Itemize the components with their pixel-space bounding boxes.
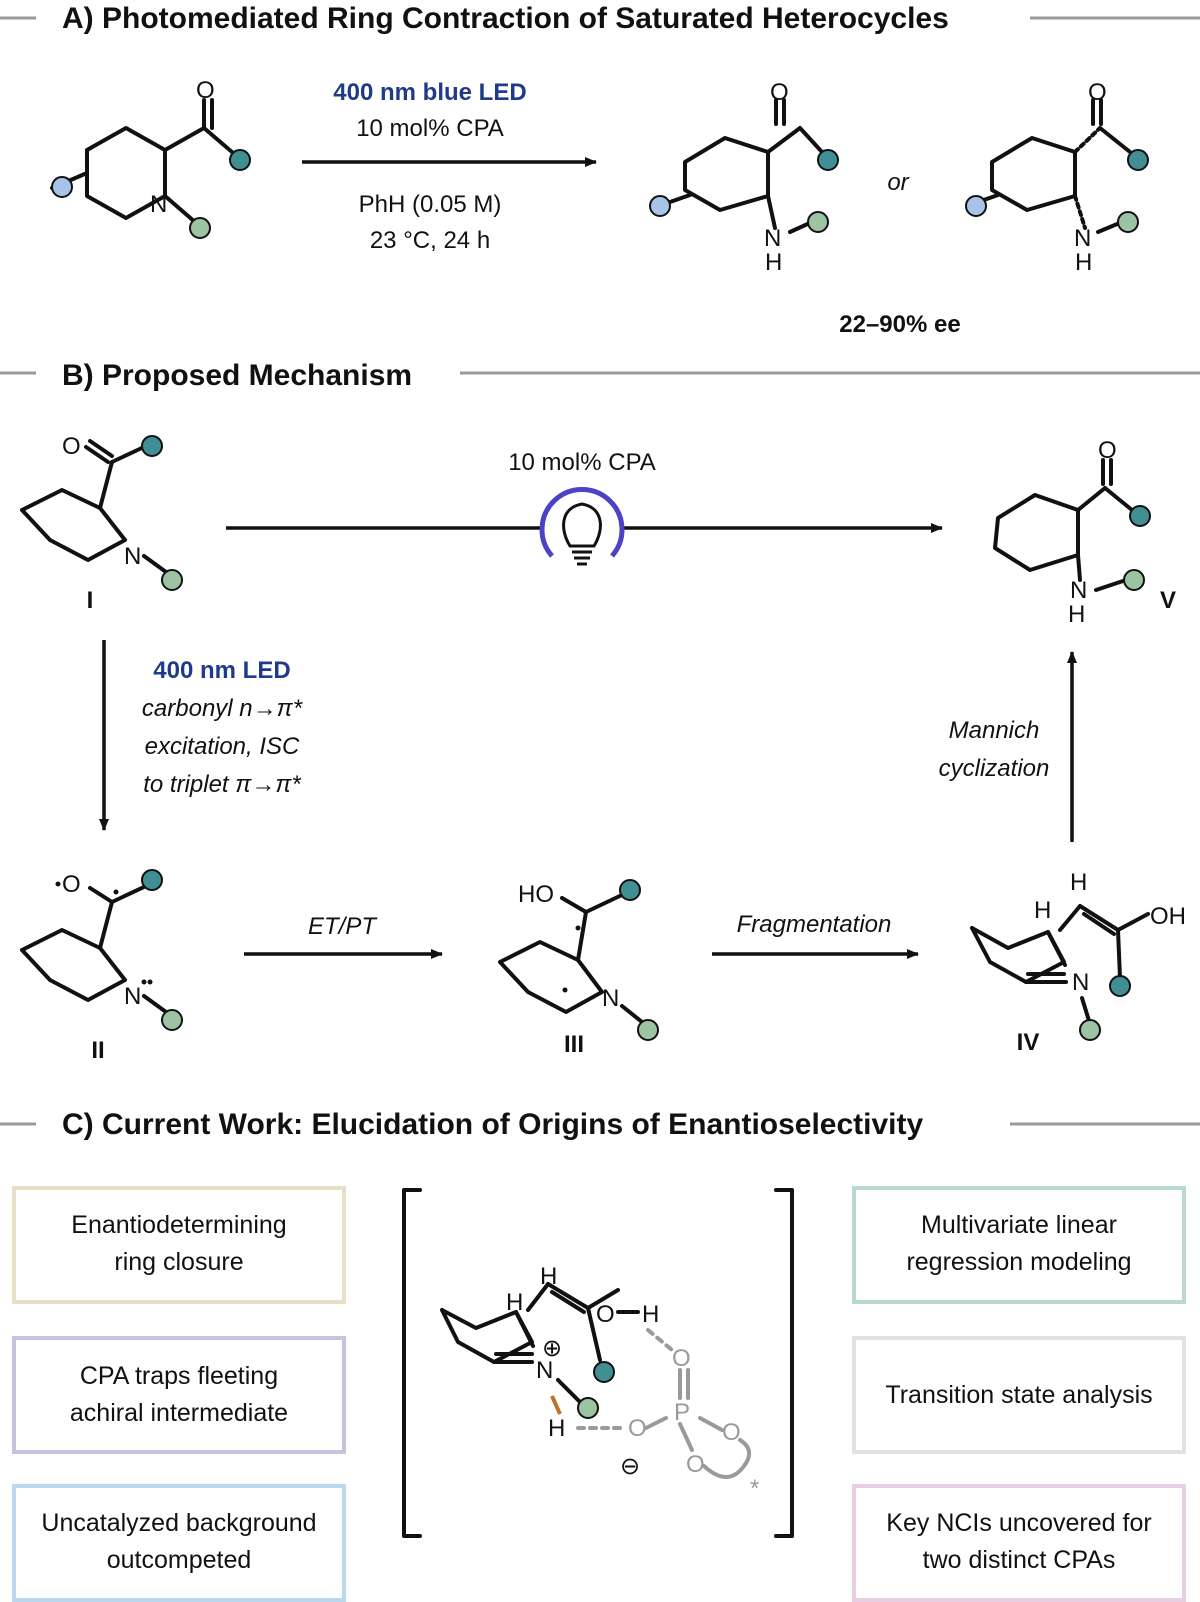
atom-o: O [770,79,789,106]
catalyst-label: 10 mol% CPA [356,115,504,142]
box-line1: CPA traps fleeting [80,1362,278,1390]
atom-h: H [642,1301,659,1328]
box-line2: achiral intermediate [70,1399,288,1427]
section-b-title: B) Proposed Mechanism [62,359,412,392]
or-label: or [887,169,909,196]
step1-line3: to triplet π→π* [143,771,301,798]
solvent-label: PhH (0.05 M) [359,191,502,218]
atom-o: O [1098,437,1117,464]
box-line1: Uncatalyzed background [41,1509,316,1537]
plus-charge: ⊕ [542,1335,562,1362]
compound-iii: HO N III [498,879,659,1058]
atom-h: H [1070,869,1087,896]
box-line1: Key NCIs uncovered for [886,1509,1151,1537]
atom-n: N [1074,225,1091,252]
box-line2: regression modeling [906,1248,1131,1276]
compound-label-v: V [1160,587,1176,614]
atom-n: N [536,1357,553,1384]
atom-h: H [1034,897,1051,924]
reaction-arrow-a: 400 nm blue LED 10 mol% CPA PhH (0.05 M)… [302,79,597,254]
box-key-ncis: Key NCIs uncovered for two distinct CPAs [852,1484,1186,1602]
atom-h: H [506,1289,523,1316]
box-line2: outcompeted [107,1546,252,1574]
step-3-arrow: Fragmentation [712,911,919,959]
atom-p: P [674,1399,690,1426]
cyclopentane-product-trans: O N H [965,79,1149,276]
box-uncatalyzed: Uncatalyzed background outcompeted [12,1484,346,1602]
atom-n: N [1072,969,1089,996]
atom-o: O [62,433,81,460]
section-a-title: A) Photomediated Ring Contraction of Sat… [62,2,949,35]
ee-label: 22–90% ee [839,311,960,338]
conditions-label: 23 °C, 24 h [370,227,490,254]
step1-light-label: 400 nm LED [153,657,290,684]
box-line1: Transition state analysis [885,1381,1152,1409]
atom-h: H [765,249,782,276]
atom-o: O [628,1415,647,1442]
atom-o: O [722,1419,741,1446]
section-a-header: A) Photomediated Ring Contraction of Sat… [0,2,1200,35]
compound-label-iv: IV [1017,1029,1040,1056]
atom-o: O [1088,79,1107,106]
box-line1: Multivariate linear [921,1211,1117,1239]
compound-label-i: I [87,587,94,614]
box-cpa-traps: CPA traps fleeting achiral intermediate [12,1336,346,1454]
atom-n: N [124,983,141,1010]
catalytic-arrow: 10 mol% CPA [226,449,943,566]
atom-h: H [1075,249,1092,276]
minus-charge: ⊖ [620,1453,640,1480]
atom-ho: HO [518,881,554,908]
atom-o: O [672,1345,691,1372]
atom-n: N [1070,577,1087,604]
step2-label: ET/PT [308,913,378,940]
compound-i: O N I [20,433,183,614]
light-bulb-icon [539,487,625,566]
box-line2: ring closure [114,1248,243,1276]
compound-ii: O N II [20,869,183,1064]
atom-n: N [764,225,781,252]
transition-state-structure: H H O H N ⊕ H O P O O O ⊖ * [402,1188,794,1538]
atom-h: H [540,1263,557,1290]
box-transition-state: Transition state analysis [852,1336,1186,1454]
box-line2: two distinct CPAs [923,1546,1116,1574]
step-1-arrow: 400 nm LED carbonyl n→π* excitation, ISC… [99,640,303,831]
step3-label: Fragmentation [737,911,892,938]
box-mlr-modeling: Multivariate linear regression modeling [852,1186,1186,1304]
compound-label-ii: II [91,1037,104,1064]
step1-line1: carbonyl n→π* [142,695,303,722]
step-4-arrow: Mannich cyclization [939,651,1077,842]
section-c-header: C) Current Work: Elucidation of Origins … [0,1108,1200,1141]
box-line1: Enantiodetermining [71,1211,286,1239]
atom-o: O [686,1451,705,1478]
atom-n: N [150,191,167,218]
piperidine-substrate: O N [50,77,251,239]
atom-h: H [548,1415,565,1442]
compound-iv: H H OH N IV [970,869,1186,1056]
atom-n: N [602,985,619,1012]
chiral-star: * [750,1475,759,1502]
section-c-title: C) Current Work: Elucidation of Origins … [62,1108,924,1141]
section-b-header: B) Proposed Mechanism [0,359,1200,392]
step-2-arrow: ET/PT [244,913,443,959]
atom-n: N [124,543,141,570]
step1-line2: excitation, ISC [145,733,300,760]
atom-oh: OH [1150,903,1186,930]
step4-line2: cyclization [939,755,1050,782]
top-catalyst-label: 10 mol% CPA [508,449,656,476]
compound-v: O N H V [993,437,1176,628]
atom-o: O [596,1301,615,1328]
box-enantiodetermining: Enantiodetermining ring closure [12,1186,346,1304]
step4-line1: Mannich [949,717,1040,744]
atom-o: O [62,871,81,898]
atom-o: O [196,77,215,104]
compound-label-iii: III [564,1031,584,1058]
atom-h: H [1068,601,1085,628]
cyclopentane-product-cis: O N H [649,79,839,276]
light-source-label: 400 nm blue LED [333,79,526,106]
